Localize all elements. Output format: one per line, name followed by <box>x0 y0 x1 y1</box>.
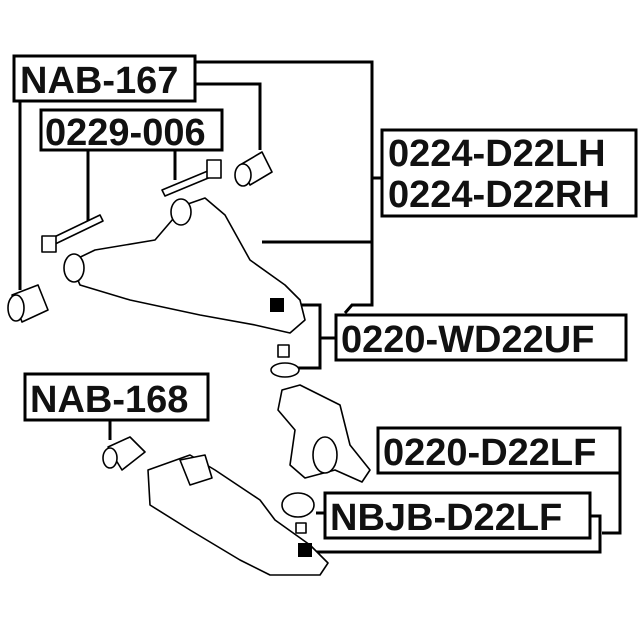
label-0220-wd22uf: 0220-WD22UF <box>334 313 628 362</box>
steering-knuckle <box>277 384 371 483</box>
svg-text:NBJB-D22LF: NBJB-D22LF <box>330 497 562 539</box>
bushing-nab167-upper <box>234 151 273 187</box>
svg-text:0224-D22LH: 0224-D22LH <box>388 133 606 175</box>
svg-text:0220-D22LF: 0220-D22LF <box>383 432 596 474</box>
svg-text:0224-D22RH: 0224-D22RH <box>388 174 610 216</box>
label-0229-006: 0229-006 <box>39 108 224 154</box>
label-0220-d22lf: 0220-D22LF <box>376 426 622 475</box>
label-nab-168: NAB-168 <box>23 372 210 422</box>
bushing-nab167-lower <box>7 284 49 323</box>
label-nab-167: NAB-167 <box>12 54 197 103</box>
bushing-nab168 <box>102 436 146 471</box>
label-nbjb-d22lf: NBJB-D22LF <box>323 491 592 540</box>
svg-text:NAB-167: NAB-167 <box>20 60 178 102</box>
bolt-0229-006 <box>41 159 222 253</box>
svg-text:0220-WD22UF: 0220-WD22UF <box>341 319 594 361</box>
ball-joint-upper <box>270 344 300 378</box>
ball-joint-nbjb <box>281 492 315 557</box>
lower-control-arm <box>147 454 329 576</box>
label-0224-d22: 0224-D22LH 0224-D22RH <box>380 128 638 218</box>
svg-text:NAB-168: NAB-168 <box>30 379 188 421</box>
upper-control-arm <box>63 197 306 334</box>
ball-joint-marker <box>270 298 284 312</box>
svg-text:0229-006: 0229-006 <box>45 112 206 154</box>
